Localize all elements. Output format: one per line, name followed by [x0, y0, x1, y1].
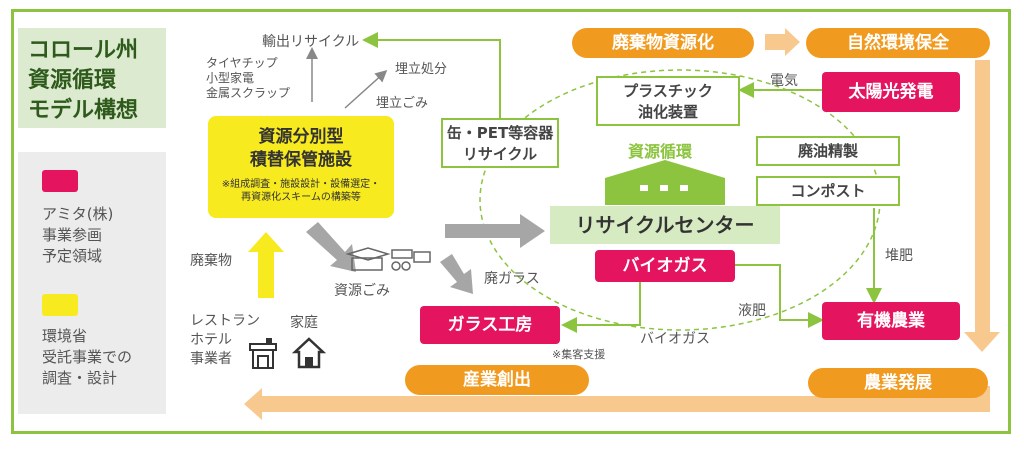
export-recycle-label: 輸出リサイクル [262, 34, 360, 50]
waste-up-arrow [248, 232, 284, 298]
outcome-flow-right [765, 28, 800, 56]
resource-waste-label: 資源ごみ [334, 283, 390, 299]
visitor-support-note: ※集客支援 [552, 348, 606, 361]
legend-yellow-text: 環境省 受託事業での 調査・設計 [42, 327, 133, 387]
biogas-flow-label: バイオガス [640, 331, 710, 347]
title-line-3: モデル構想 [28, 98, 139, 123]
landfill-label: 埋立処分 [395, 62, 448, 77]
sorting-storage-facility: 資源分別型 積替保管施設 ※組成調査・施設設計・設備選定・ 再資源化スキームの構… [208, 116, 394, 218]
export-items: タイヤチップ 小型家電 金属スクラップ [206, 56, 291, 100]
waste-label: 廃棄物 [190, 253, 232, 269]
legend-panel: アミタ(株) 事業参画 予定領域 環境省 受託事業での 調査・設計 [18, 152, 166, 414]
outcome-industry-creation: 産業創出 [405, 365, 589, 395]
legend-swatch-yellow [42, 294, 78, 316]
landfill-waste-label: 埋立ごみ [376, 96, 429, 111]
facility-note-1: ※組成調査・施設設計・設備選定・ [221, 179, 381, 190]
home-source-label: 家庭 [290, 315, 318, 331]
facility-title-1: 資源分別型 [258, 127, 344, 147]
outcome-flow-bottom [244, 386, 990, 420]
to-center-arrow [445, 214, 545, 248]
can-pet-export-arrow [362, 32, 501, 118]
outcome-agriculture-development: 農業発展 [808, 368, 988, 398]
compost-box: コンポスト [756, 176, 900, 206]
glass-studio-box: ガラス工房 [420, 306, 560, 344]
title-line-2: 資源循環 [28, 68, 117, 93]
biogas-glass-arrow [561, 282, 641, 333]
plastic-oil-device-box: プラスチック 油化装置 [596, 76, 740, 126]
liquid-fertilizer-label: 液肥 [738, 303, 766, 319]
legend-pink-text: アミタ(株) 事業参画 予定領域 [42, 205, 114, 265]
liquid-fertilizer-arrow [735, 264, 824, 328]
landfill-arrow [344, 69, 388, 109]
biogas-box: バイオガス [595, 250, 735, 282]
solar-power-box: 太陽光発電 [822, 72, 960, 112]
facility-note-2: 再資源化スキームの構築等 [241, 192, 361, 203]
resource-waste-arrow [306, 222, 356, 272]
boxes-icon [344, 246, 434, 272]
outcome-flow-down [964, 60, 1000, 352]
organic-farming-box: 有機農業 [822, 302, 960, 340]
outcome-nature-conservation: 自然環境保全 [806, 28, 990, 58]
resource-cycle-label: 資源循環 [628, 142, 693, 161]
compost-flow-label: 堆肥 [885, 248, 913, 264]
recycle-center-box: リサイクルセンター [550, 206, 780, 244]
title-line-1: コロール州 [28, 38, 139, 63]
waste-glass-label: 廃ガラス [484, 271, 540, 287]
store-icon [248, 336, 278, 370]
legend-swatch-pink [42, 170, 78, 192]
business-sources: レストラン ホテル 事業者 [190, 313, 260, 367]
diagram-title: コロール州 資源循環 モデル構想 [18, 28, 166, 128]
facility-title-2: 積替保管施設 [250, 150, 352, 170]
waste-oil-refining-box: 廃油精製 [756, 136, 900, 166]
waste-glass-arrow [440, 254, 473, 294]
house-icon [291, 336, 327, 370]
outcome-waste-resource: 廃棄物資源化 [572, 28, 754, 58]
can-pet-recycle-box: 缶・PET等容器 リサイクル [441, 118, 559, 168]
recycle-center-building [605, 160, 725, 205]
electricity-label: 電気 [770, 73, 798, 89]
